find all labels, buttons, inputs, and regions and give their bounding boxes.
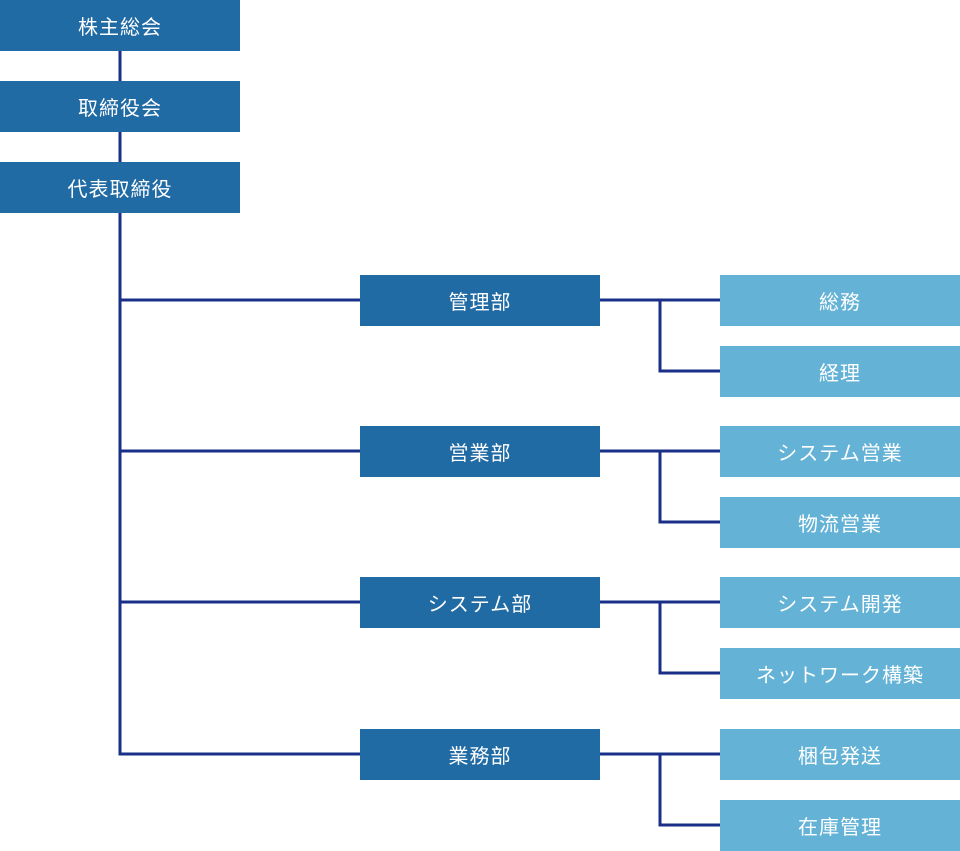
- node-section-system-development: システム開発: [720, 577, 960, 628]
- node-department-system: システム部: [360, 577, 600, 628]
- node-section-inventory-management: 在庫管理: [720, 800, 960, 851]
- node-label: 営業部: [448, 441, 512, 465]
- node-label: 株主総会: [78, 15, 162, 39]
- node-department-gyomu: 業務部: [360, 729, 600, 780]
- node-label: 代表取締役: [67, 177, 173, 201]
- node-label: 在庫管理: [798, 815, 882, 839]
- node-label: 取締役会: [78, 96, 162, 120]
- node-section-network-construction: ネットワーク構築: [720, 648, 960, 699]
- node-section-somu: 総務: [720, 275, 960, 326]
- node-label: 梱包発送: [798, 744, 882, 768]
- node-label: システム開発: [777, 592, 903, 616]
- node-department-kanri: 管理部: [360, 275, 600, 326]
- node-shareholders-meeting: 株主総会: [0, 0, 240, 51]
- node-label: 管理部: [448, 290, 512, 314]
- node-board-of-directors: 取締役会: [0, 81, 240, 132]
- node-department-eigyo: 営業部: [360, 426, 600, 477]
- node-label: 物流営業: [798, 512, 882, 536]
- node-label: システム営業: [777, 441, 903, 465]
- node-label: 経理: [819, 361, 861, 385]
- node-representative-director: 代表取締役: [0, 162, 240, 213]
- node-label: システム部: [427, 592, 533, 616]
- node-section-keiri: 経理: [720, 346, 960, 397]
- node-section-system-sales: システム営業: [720, 426, 960, 477]
- node-label: ネットワーク構築: [756, 663, 924, 687]
- node-section-logistics-sales: 物流営業: [720, 497, 960, 548]
- node-label: 業務部: [448, 744, 512, 768]
- node-label: 総務: [819, 290, 861, 314]
- node-section-packing-shipping: 梱包発送: [720, 729, 960, 780]
